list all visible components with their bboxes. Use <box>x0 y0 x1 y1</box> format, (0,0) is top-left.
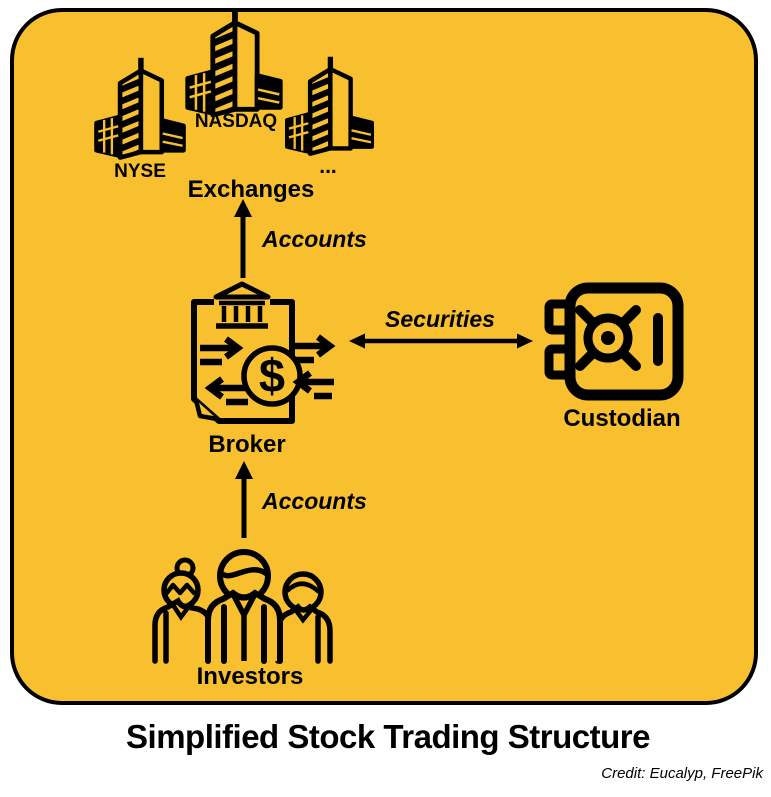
nyse-building-icon <box>90 56 190 163</box>
dollar-sign-glyph: $ <box>259 349 285 402</box>
exchanges-group-label: Exchanges <box>187 176 315 203</box>
investors-people-icon <box>152 549 333 664</box>
nasdaq-building-icon <box>181 7 287 121</box>
broker-to-custodian-label: Securities <box>385 306 495 332</box>
broker-to-exchanges-arrow-icon <box>234 199 252 278</box>
other-exchange-building-icon <box>281 55 378 159</box>
broker-document-icon: $ <box>191 281 336 424</box>
more-exchanges-label: ... <box>319 155 337 178</box>
investors-to-broker-label: Accounts <box>262 488 367 514</box>
custodian-label: Custodian <box>563 405 681 432</box>
broker-custodian-double-arrow-icon <box>349 333 533 349</box>
diagram-title: Simplified Stock Trading Structure <box>126 718 650 755</box>
investors-to-broker-arrow-icon <box>235 461 253 538</box>
credit-text: Credit: Eucalyp, FreePik <box>601 765 763 782</box>
broker-to-exchanges-label: Accounts <box>262 226 367 252</box>
nyse-label: NYSE <box>114 161 166 182</box>
nasdaq-label: NASDAQ <box>194 111 278 132</box>
investors-label: Investors <box>196 663 304 690</box>
broker-label: Broker <box>208 431 286 458</box>
custodian-vault-icon <box>544 282 684 401</box>
